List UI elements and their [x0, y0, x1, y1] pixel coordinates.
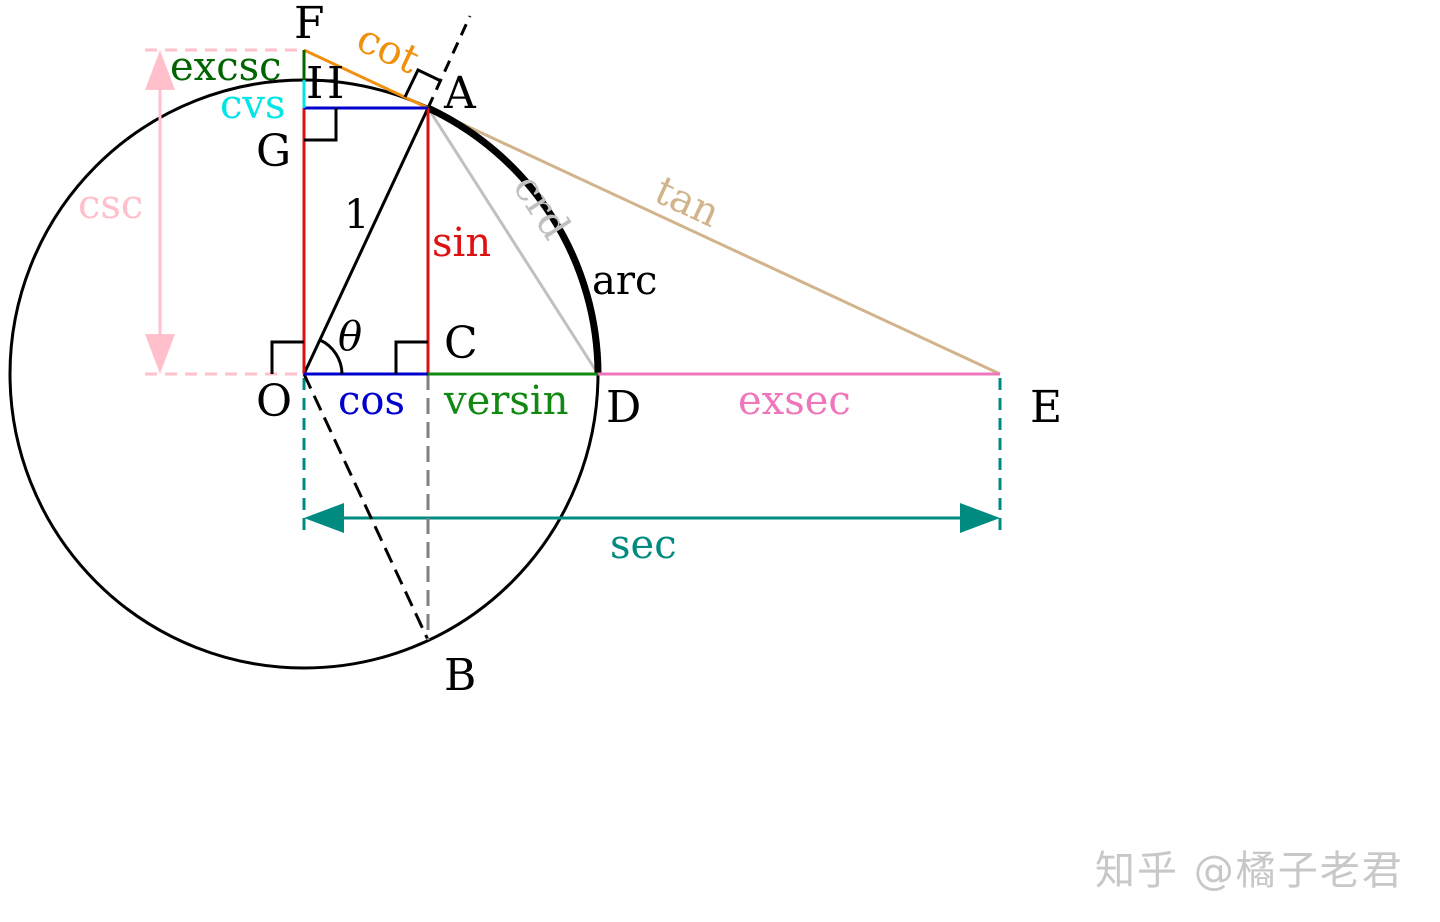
tan-line: [427, 106, 1001, 376]
label-sec: sec: [610, 522, 677, 568]
csc-arrow-down: [145, 334, 175, 374]
point-B: B: [444, 650, 476, 701]
point-H: H: [306, 58, 344, 109]
label-cot: cot: [350, 15, 426, 83]
label-versin: versin: [443, 378, 568, 424]
label-sin: sin: [432, 220, 491, 266]
point-E: E: [1030, 382, 1062, 433]
arc-AD: [426, 104, 602, 375]
csc-arrow-up: [145, 50, 175, 90]
point-D: D: [606, 382, 641, 433]
label-crd: crd: [504, 166, 579, 247]
crd-line: [426, 107, 600, 375]
sec-arrow-right: [960, 503, 1000, 533]
label-radius-1: 1: [344, 192, 369, 238]
right-angle-G: [304, 108, 338, 142]
sec-arrow-left: [304, 503, 344, 533]
point-C: C: [444, 318, 478, 369]
radius-OA: [302, 107, 430, 375]
cot-line: [303, 48, 429, 110]
right-angle-C: [394, 340, 428, 374]
label-arc: arc: [592, 258, 657, 304]
point-O: O: [256, 376, 292, 427]
radius-extension: [426, 15, 472, 109]
theta-arc: [319, 338, 344, 375]
label-csc: csc: [78, 182, 143, 228]
label-exsec: exsec: [738, 378, 851, 424]
label-cos: cos: [338, 378, 405, 424]
label-tan: tan: [648, 167, 727, 236]
label-cvs: cvs: [220, 82, 286, 128]
point-G: G: [256, 126, 291, 177]
point-F: F: [294, 0, 325, 49]
line-OB: [302, 373, 430, 641]
label-excsc: excsc: [170, 44, 282, 90]
right-angle-O: [270, 340, 304, 374]
label-theta: θ: [338, 314, 362, 360]
point-A: A: [443, 68, 477, 119]
right-angle-A: [403, 68, 442, 98]
watermark: 知乎 @橘子老君: [1095, 848, 1404, 894]
